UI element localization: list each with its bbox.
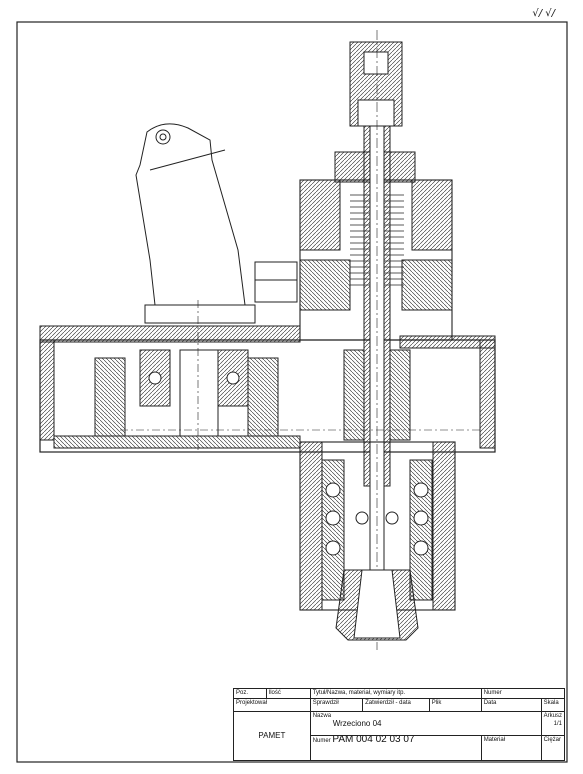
tytul-label: Tytuł/Nazwa, materiał, wymiary itp. [309,687,482,700]
numer-cell: Numer PAM 004 02 03 07 [309,735,482,761]
tilted-arm [135,123,246,306]
zatwierdzil-label: Zatwierdził - data [362,698,430,712]
drawing-number: PAM 004 02 03 07 [332,735,415,746]
sprawdzil-label: Sprawdził [309,698,364,712]
title-block: Poz. Ilość Tytuł/Nazwa, materiał, wymiar… [233,687,566,762]
arkusz-label: Arkusz [543,712,562,719]
spindle-top-cap [349,41,403,127]
numer-label: Numer [312,738,331,745]
motor-box [254,261,298,303]
arkusz-cell: Arkusz 1/1 [540,710,566,737]
part-name: Wrzeciono 04 [332,718,382,728]
ciezar-label: Ciężar [540,735,566,761]
arm-flange [144,304,256,324]
skala-label: Skala [540,698,566,712]
company-name: PAMET [233,710,311,762]
poz-label: Poz. [233,687,267,700]
ilosc-label: Ilość [265,687,311,700]
nazwa-label: Nazwa [312,712,332,719]
plik-label: Plik [428,698,482,712]
main-housing [39,300,496,453]
central-shaft [343,30,411,650]
nazwa-cell: Nazwa Wrzeciono 04 [309,710,542,737]
surface-finish-mark: √/ √/ [532,8,555,19]
arkusz-value: 1/1 [553,720,562,727]
drawing-frame [16,21,568,763]
data-label: Data [480,698,542,712]
projektowal-label: Projektował [233,698,311,712]
material-label: Materiał [480,735,542,761]
lower-spindle-housing [299,441,456,641]
numer-header: Numer [480,687,566,700]
